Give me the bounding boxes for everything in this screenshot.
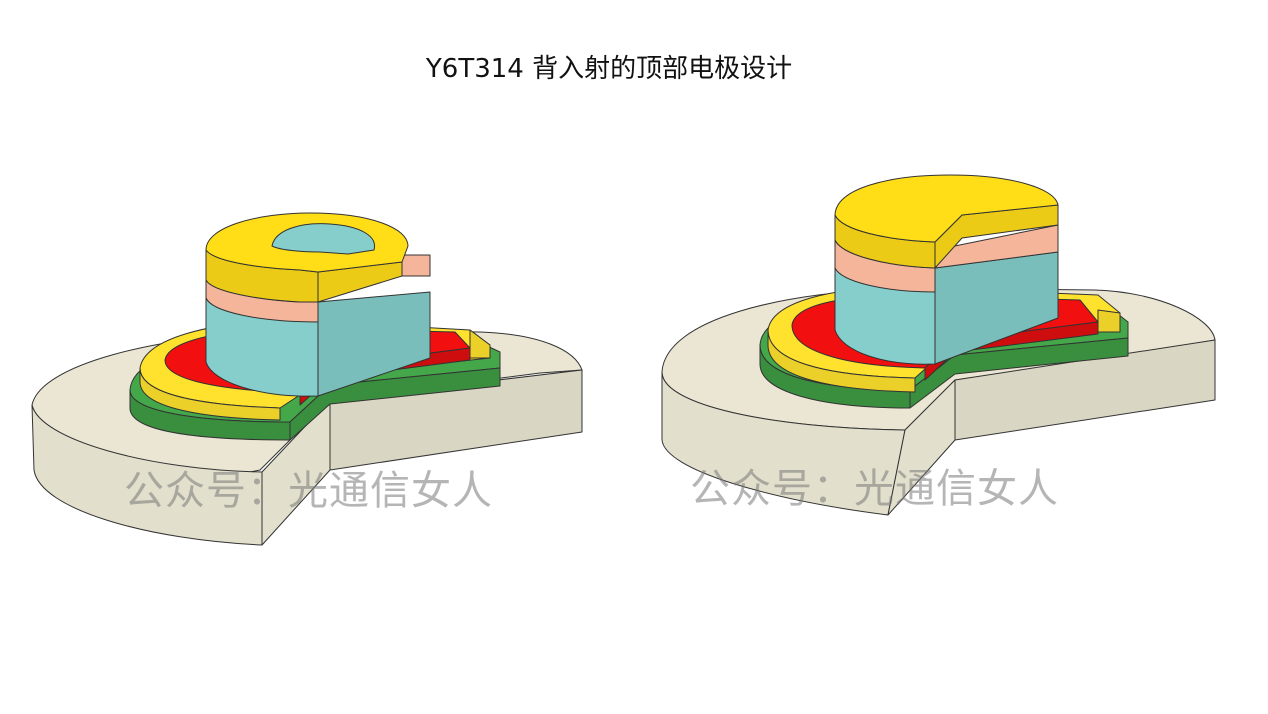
left-salmon-layer-cut [401,254,431,277]
left-yellow-ring-side [139,367,281,421]
slide-title: Y6T314 背入射的顶部电极设计 [425,54,793,84]
right-top-contact-top [834,174,1059,243]
watermark-left: 公众号：光通信女人 [124,468,493,514]
right-electrode-diagram [661,174,1216,516]
left-cyan-mesa-cut [317,291,431,397]
watermark-right: 公众号：光通信女人 [690,466,1059,512]
right-yellow-ring-cut [1097,309,1121,333]
left-top-contact-hole [271,223,376,255]
right-yellow-ring-side [767,329,916,393]
left-electrode-diagram [31,212,583,546]
